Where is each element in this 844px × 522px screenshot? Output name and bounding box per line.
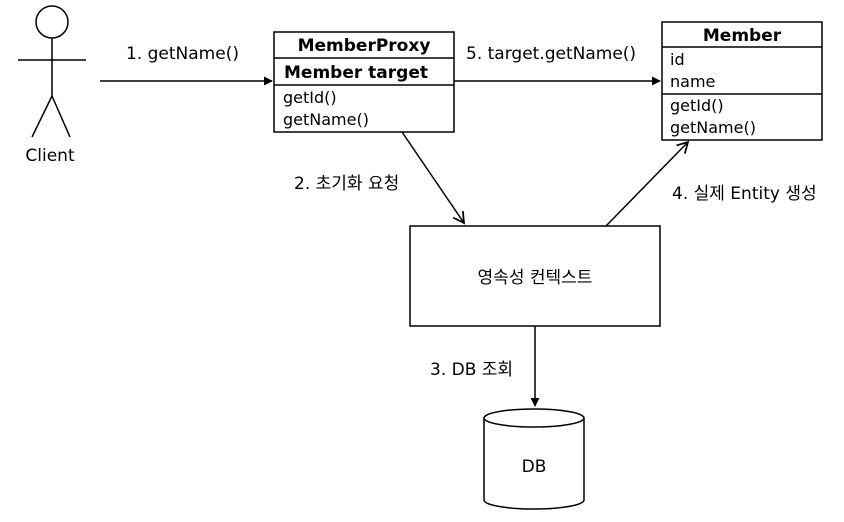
member-proxy-method: getName()	[283, 110, 369, 129]
step1-label: 1. getName()	[126, 44, 239, 64]
database-cylinder-icon: DB	[483, 408, 585, 510]
step5-label: 5. target.getName()	[466, 44, 636, 64]
persistence-context-label: 영속성 컨텍스트	[478, 268, 593, 288]
member-method: getId()	[670, 96, 724, 115]
member-proxy-field: Member target	[284, 63, 428, 83]
member-class-name: Member	[703, 26, 782, 46]
member-proxy-class: MemberProxy Member target getId() getNam…	[273, 31, 455, 133]
member-field: name	[670, 72, 715, 91]
arrow-step4	[605, 140, 690, 227]
step4-label: 4. 실제 Entity 생성	[672, 184, 817, 204]
step2-label: 2. 초기화 요청	[294, 174, 399, 194]
database-label: DB	[522, 457, 547, 477]
step3-label: 3. DB 조회	[430, 360, 513, 380]
client-label: Client	[25, 146, 75, 166]
member-class: Member id name getId() getName()	[661, 21, 823, 141]
persistence-context-box: 영속성 컨텍스트	[409, 225, 661, 327]
arrow-step2	[401, 131, 466, 225]
member-proxy-method: getId()	[283, 88, 337, 107]
member-field: id	[670, 50, 685, 69]
member-proxy-class-name: MemberProxy	[298, 36, 431, 56]
client-actor-icon	[18, 5, 86, 138]
member-method: getName()	[670, 118, 756, 137]
